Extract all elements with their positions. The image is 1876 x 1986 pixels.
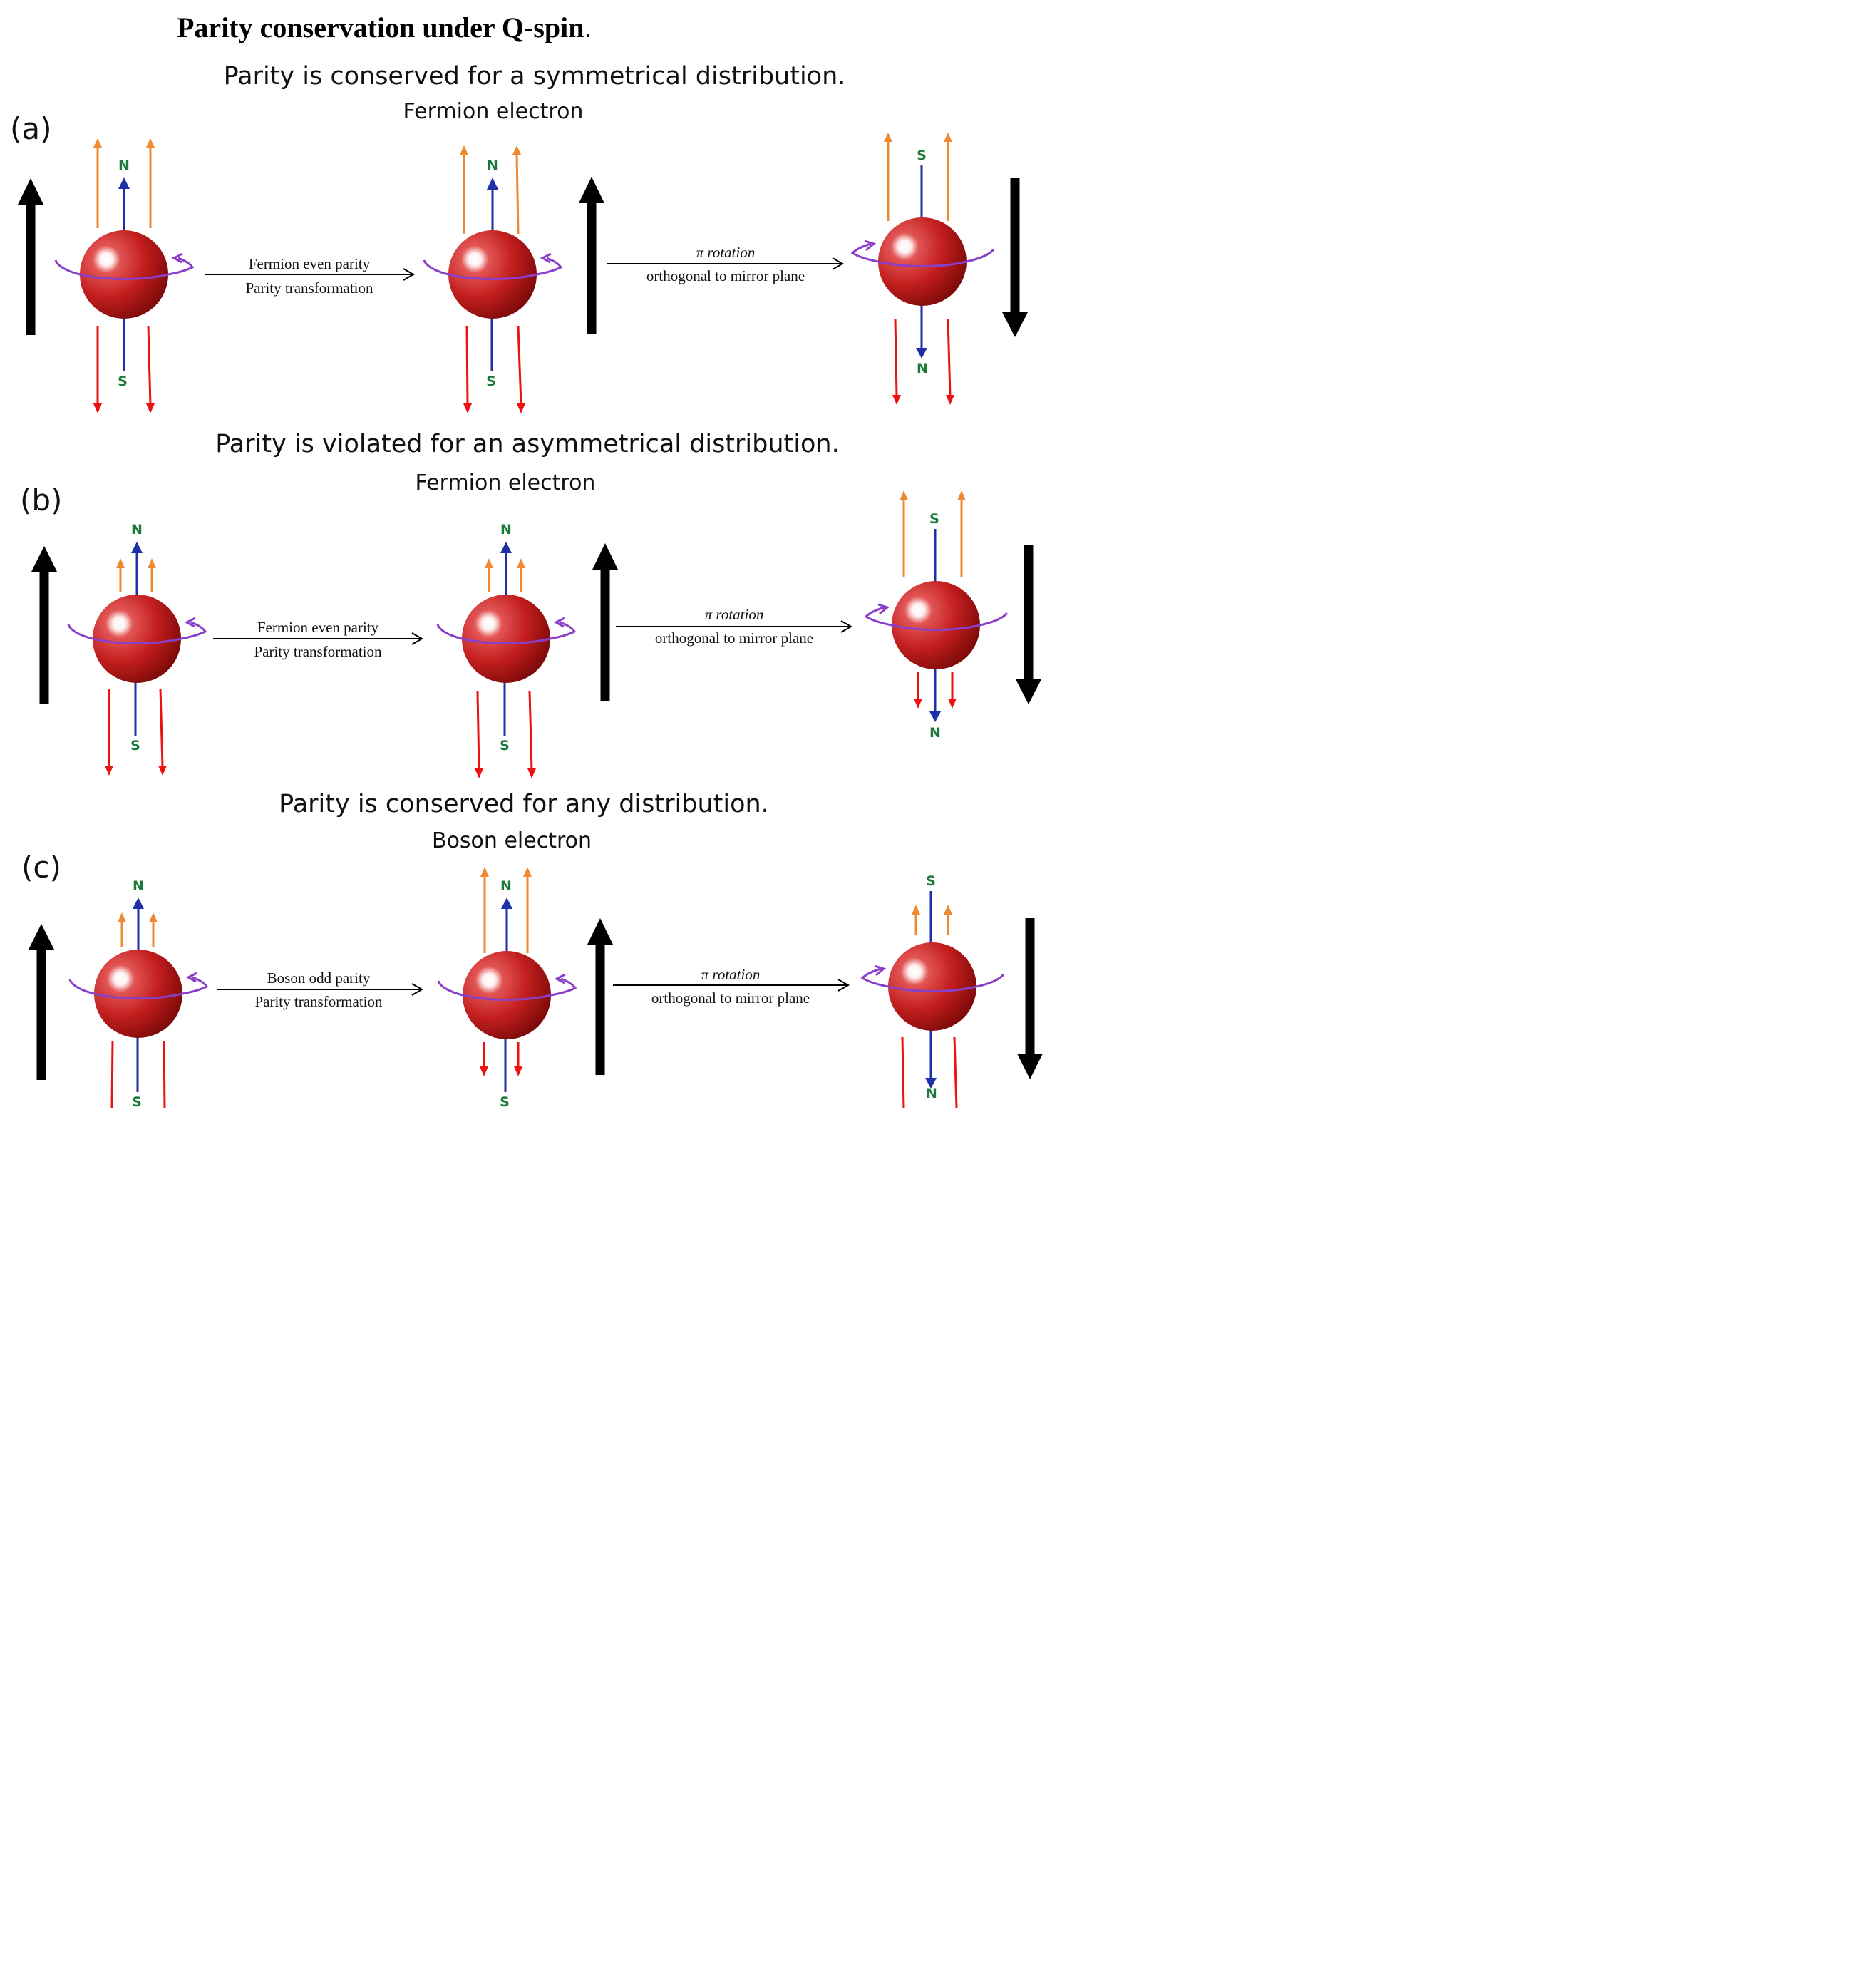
spin-orbit-icon	[436, 617, 577, 644]
panel-a-label: (a)	[10, 111, 52, 146]
pole-label-top: N	[131, 522, 143, 537]
pole-label-bottom: S	[500, 738, 510, 753]
electron-state-2: N S	[423, 145, 563, 413]
electron-state-3: S N	[864, 490, 1009, 741]
pole-label-bottom: S	[132, 1094, 142, 1110]
red-sphere-icon	[80, 230, 168, 319]
electron-state-2: N S	[436, 522, 577, 778]
panel-b-heading: Parity is violated for an asymmetrical d…	[215, 430, 839, 458]
spin-up-arrow-icon	[579, 177, 604, 334]
page-title: Parity conservation under Q-spin.	[177, 11, 592, 43]
spin-orbit-icon	[864, 603, 1009, 631]
transform-label-line1: π rotation	[696, 244, 756, 261]
spin-up-arrow-icon	[587, 918, 613, 1075]
spin-orbit-icon	[423, 252, 563, 280]
spin-down-arrow-icon	[1002, 178, 1028, 337]
pole-label-top: N	[500, 878, 512, 894]
transform-arrow-2: π rotation orthogonal to mirror plane	[616, 606, 853, 647]
red-sphere-icon	[93, 595, 181, 683]
spin-orbit-icon	[68, 972, 209, 999]
spin-up-arrow-icon	[592, 543, 618, 701]
pole-label-top: N	[118, 158, 130, 173]
pole-label-top: N	[487, 158, 498, 173]
red-sphere-icon	[878, 217, 967, 306]
panel-a: Parity is conserved for a symmetrical di…	[10, 62, 1028, 413]
transform-label-line2: orthogonal to mirror plane	[646, 267, 805, 284]
spin-up-arrow-icon	[31, 546, 57, 704]
pole-label-top: S	[917, 148, 927, 163]
spin-orbit-icon	[850, 240, 995, 267]
transform-arrow-1: Boson odd parity Parity transformation	[217, 969, 424, 1010]
red-sphere-icon	[462, 595, 550, 683]
pole-label-top: N	[133, 878, 144, 894]
panel-b-subheading: Fermion electron	[416, 470, 596, 495]
electron-state-1: N S	[67, 522, 207, 776]
pole-label-bottom: N	[917, 361, 928, 376]
spin-orbit-icon	[437, 973, 577, 1001]
pole-label-top: N	[500, 522, 512, 537]
panel-c: Parity is conserved for any distribution…	[21, 790, 1043, 1110]
electron-state-1: N S	[54, 138, 195, 413]
transform-label-line1: Fermion even parity	[257, 619, 379, 636]
pole-label-bottom: S	[118, 374, 128, 389]
page-title-text: Parity conservation under Q-spin	[177, 11, 584, 43]
spin-orbit-icon	[54, 252, 195, 280]
panel-b-label: (b)	[20, 483, 62, 518]
transform-label-line2: orthogonal to mirror plane	[651, 989, 810, 1007]
spin-down-arrow-icon	[1017, 918, 1043, 1079]
electron-state-2: N S	[437, 867, 577, 1110]
panel-a-subheading: Fermion electron	[403, 99, 584, 124]
page-title-period: .	[584, 15, 592, 43]
electron-state-3: S N	[860, 873, 1005, 1109]
transform-arrow-2: π rotation orthogonal to mirror plane	[613, 966, 850, 1007]
pole-label-top: S	[929, 511, 939, 527]
panel-c-subheading: Boson electron	[432, 828, 592, 853]
transform-label-line2: Parity transformation	[245, 279, 373, 297]
pole-label-bottom: N	[929, 725, 941, 741]
red-sphere-icon	[94, 950, 182, 1038]
transform-arrow-1: Fermion even parity Parity transformatio…	[213, 619, 424, 660]
panel-a-heading: Parity is conserved for a symmetrical di…	[224, 62, 846, 91]
red-sphere-icon	[888, 942, 976, 1031]
transform-label-line2: Parity transformation	[254, 643, 382, 660]
electron-state-1: N S	[68, 878, 209, 1110]
pole-label-bottom: N	[926, 1086, 937, 1101]
transform-label-line1: π rotation	[701, 966, 761, 983]
spin-orbit-icon	[67, 617, 207, 644]
transform-label-line2: Parity transformation	[254, 993, 383, 1010]
pole-label-top: S	[926, 873, 936, 889]
panel-c-label: (c)	[21, 850, 61, 885]
parity-diagram: Parity conservation under Q-spin. Parity…	[10, 11, 1043, 1110]
pole-label-bottom: S	[486, 374, 496, 389]
field-line-down	[147, 326, 152, 406]
electron-state-3: S N	[850, 133, 995, 405]
transform-arrow-1: Fermion even parity Parity transformatio…	[205, 255, 416, 297]
transform-label-line1: Boson odd parity	[267, 969, 371, 987]
panel-c-heading: Parity is conserved for any distribution…	[279, 790, 769, 818]
pole-label-bottom: S	[500, 1094, 510, 1110]
spin-up-arrow-icon	[18, 178, 43, 335]
spin-orbit-icon	[860, 964, 1005, 992]
transform-arrow-2: π rotation orthogonal to mirror plane	[607, 244, 845, 284]
transform-label-line2: orthogonal to mirror plane	[655, 629, 813, 647]
transform-label-line1: π rotation	[705, 606, 764, 623]
transform-label-line1: Fermion even parity	[249, 255, 371, 272]
red-sphere-icon	[448, 230, 537, 319]
panel-b: Parity is violated for an asymmetrical d…	[20, 430, 1041, 778]
pole-label-bottom: S	[130, 738, 140, 753]
red-sphere-icon	[892, 581, 980, 669]
red-sphere-icon	[463, 951, 551, 1039]
spin-down-arrow-icon	[1016, 545, 1041, 704]
spin-up-arrow-icon	[29, 924, 54, 1080]
